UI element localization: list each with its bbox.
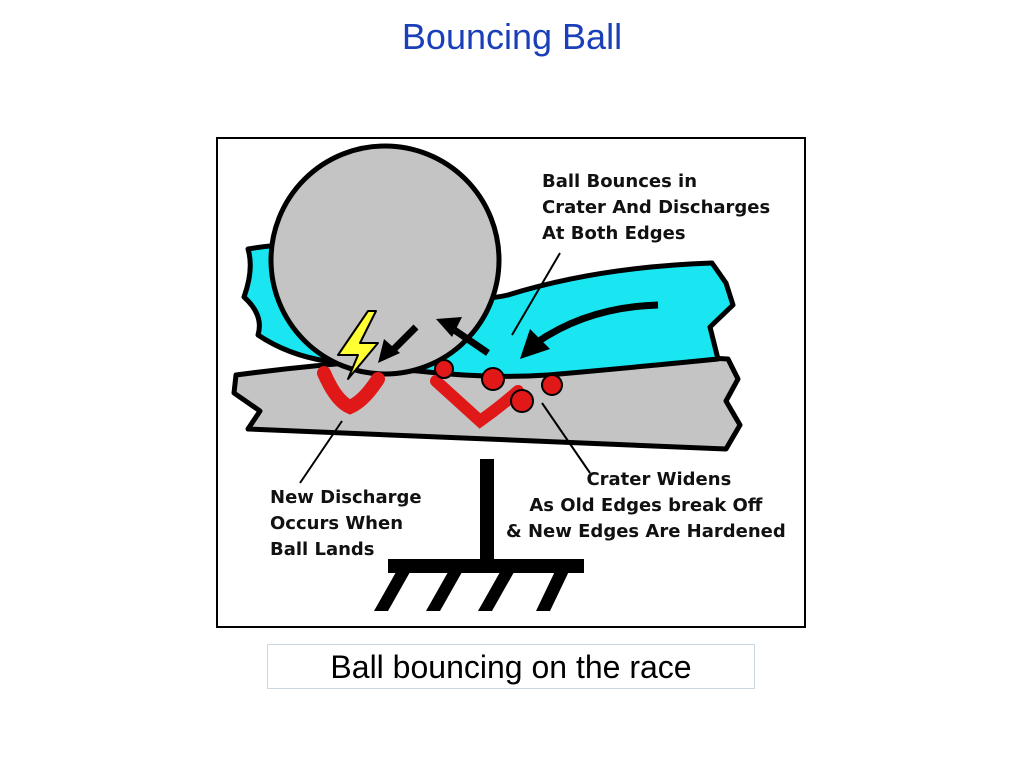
crater-left-mark (317, 366, 385, 415)
callout-new-discharge: New Discharge Occurs When Ball Lands (270, 485, 422, 563)
leader-line-right (541, 402, 591, 474)
bearing-stand (374, 459, 584, 611)
crater-chip (541, 374, 563, 396)
arrow-up-left-icon (436, 317, 462, 337)
leader-line-top (511, 252, 561, 336)
callout-line: Crater And Discharges (542, 197, 771, 218)
figure-caption: Ball bouncing on the race (267, 644, 755, 689)
callout-line: Ball Bounces in (542, 171, 698, 192)
callout-line: As Old Edges break Off (529, 495, 763, 516)
ball (268, 143, 502, 377)
crater-chip (481, 367, 505, 391)
callout-line: New Discharge (270, 487, 422, 508)
lightning-icon (337, 310, 379, 380)
motion-arrows (378, 301, 659, 363)
crater-chip (510, 389, 534, 413)
bouncing-ball-diagram (231, 143, 743, 611)
crater-chip (434, 359, 454, 379)
arrow-down-left-icon (378, 339, 400, 363)
arrow-up-left-icon (448, 324, 490, 356)
callout-line: & New Edges Are Hardened (506, 521, 786, 542)
callout-crater-widens: Crater Widens As Old Edges break Off & N… (506, 467, 786, 545)
callout-ball-bounces: Ball Bounces in Crater And Discharges At… (542, 169, 770, 247)
leader-line-left (299, 420, 343, 484)
callout-line: Ball Lands (270, 539, 375, 560)
callout-line: At Both Edges (542, 223, 686, 244)
slide-title: Bouncing Ball (401, 16, 623, 57)
arrow-left-long-icon (520, 329, 550, 359)
callout-line: Occurs When (270, 513, 404, 534)
crater-right-mark (430, 375, 524, 429)
diagram-frame: Ball Bounces in Crater And Discharges At… (216, 137, 806, 628)
arrow-left-long-icon (534, 301, 659, 346)
callout-line: Crater Widens (586, 469, 732, 490)
